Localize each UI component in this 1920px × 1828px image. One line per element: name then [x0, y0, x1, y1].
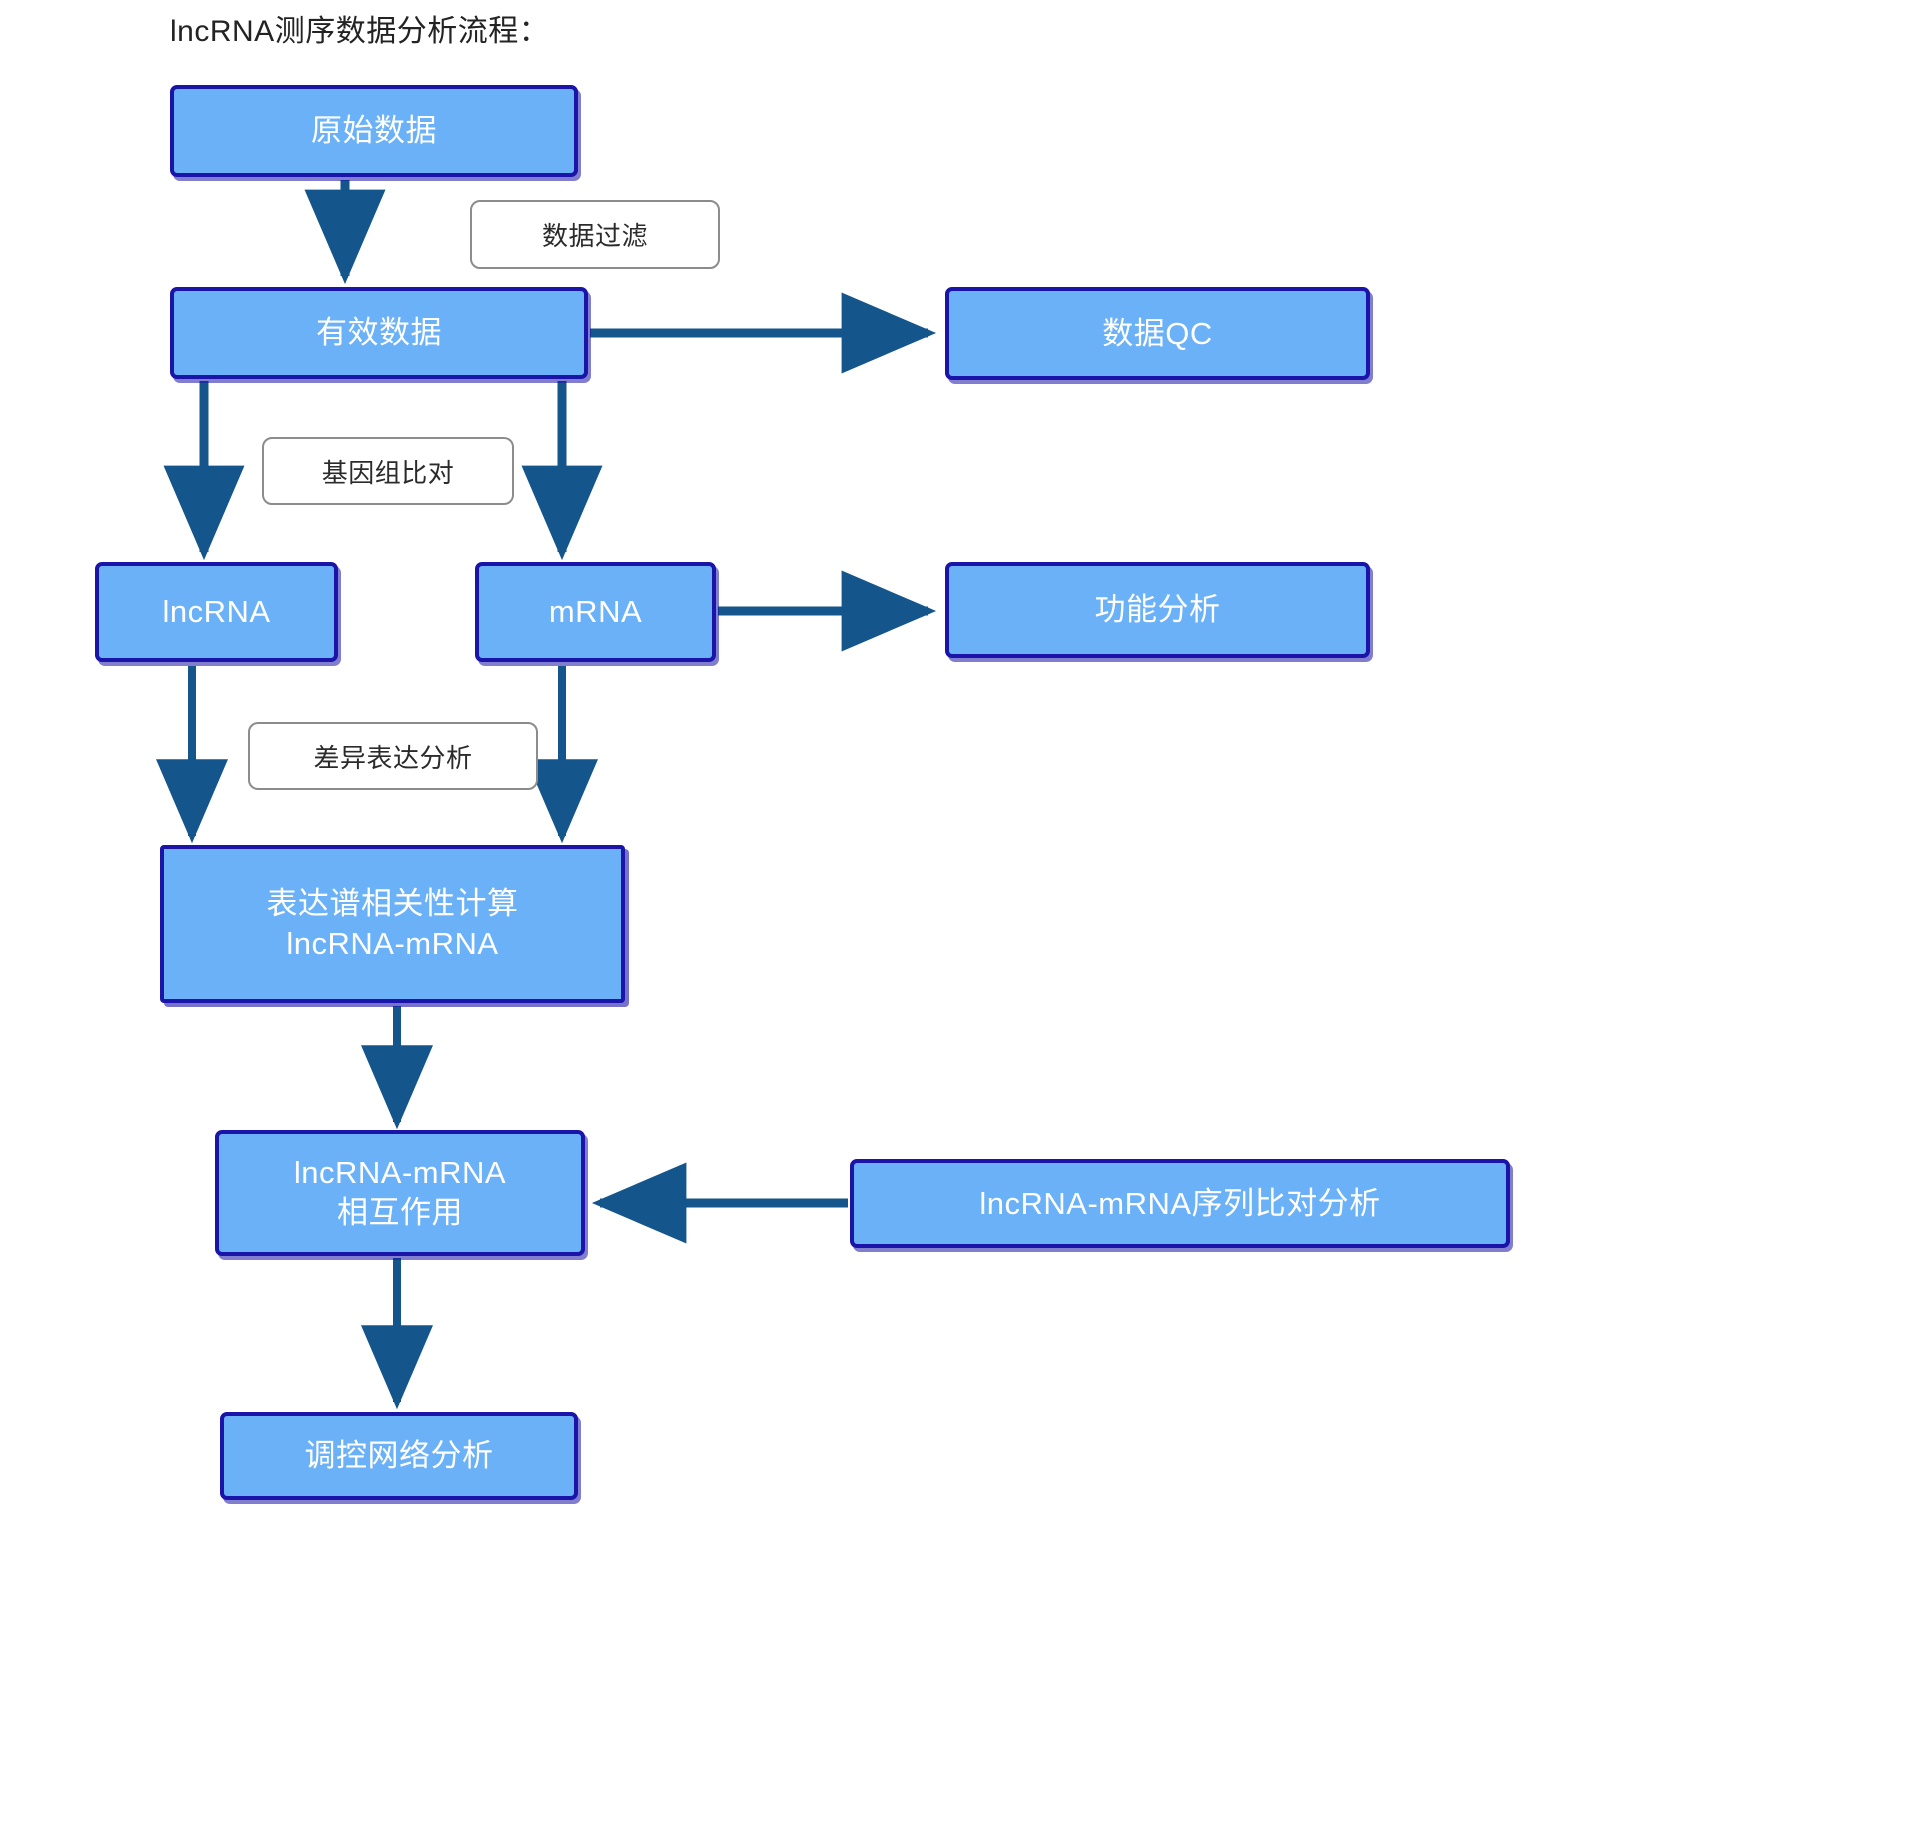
node-mrna[interactable]: mRNA — [475, 562, 716, 662]
edge-label-data-filter: 数据过滤 — [470, 200, 720, 269]
node-valid-data[interactable]: 有效数据 — [170, 287, 588, 379]
node-raw-data[interactable]: 原始数据 — [170, 85, 578, 177]
node-lncrna[interactable]: lncRNA — [95, 562, 338, 662]
node-network-analysis[interactable]: 调控网络分析 — [220, 1412, 578, 1500]
node-function-analysis[interactable]: 功能分析 — [945, 562, 1370, 658]
node-correlation[interactable]: 表达谱相关性计算 lncRNA-mRNA — [160, 845, 625, 1003]
edge-label-diff-expression: 差异表达分析 — [248, 722, 538, 790]
page-title: lncRNA测序数据分析流程： — [170, 15, 550, 48]
edge-label-genome-alignment: 基因组比对 — [262, 437, 514, 505]
node-data-qc[interactable]: 数据QC — [945, 287, 1370, 380]
node-seq-alignment[interactable]: lncRNA-mRNA序列比对分析 — [850, 1159, 1510, 1248]
node-interaction[interactable]: lncRNA-mRNA 相互作用 — [215, 1130, 585, 1256]
